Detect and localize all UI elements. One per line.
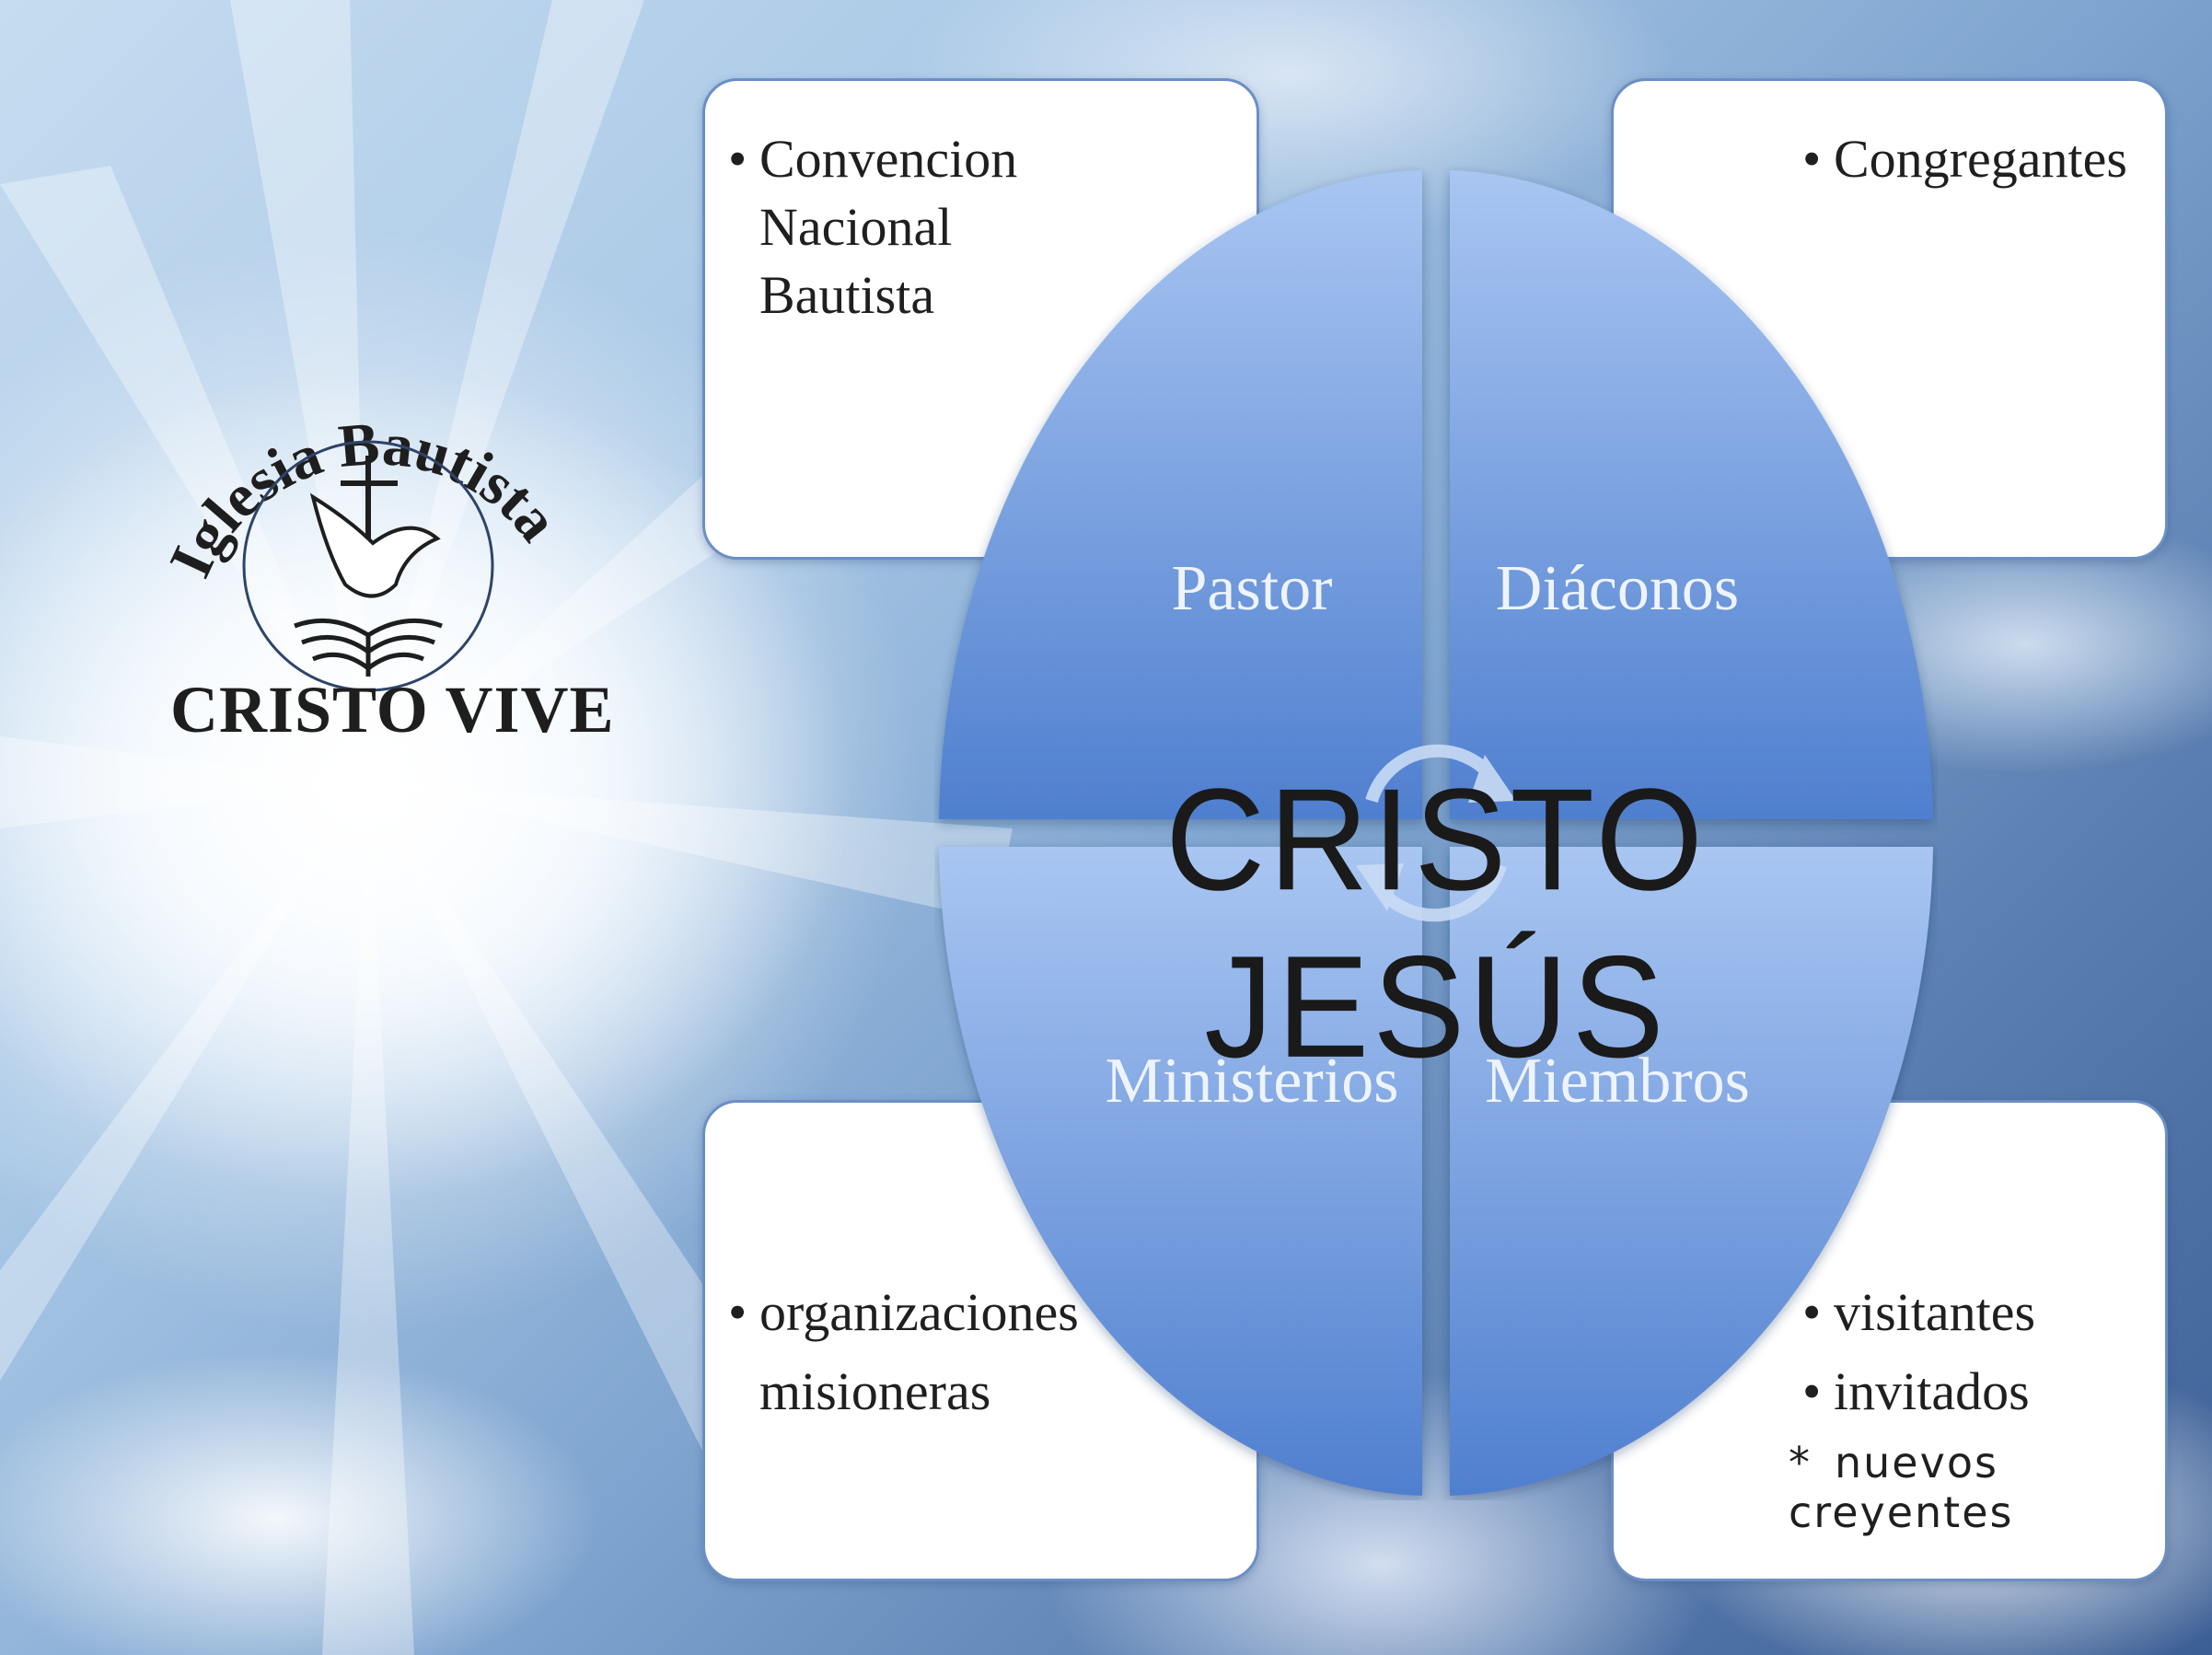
quadrant-bottom-right xyxy=(1450,847,1933,1496)
list-item: •invitados xyxy=(1802,1361,2030,1421)
label-diaconos: Diáconos xyxy=(1495,553,1740,624)
label-ministerios: Ministerios xyxy=(1105,1046,1399,1117)
list-item-continued: Nacional xyxy=(759,197,953,257)
ministry-circle xyxy=(939,170,1933,1496)
dove-icon xyxy=(309,492,441,598)
list-item: •visitantes xyxy=(1802,1282,2036,1342)
card-top-left-text: •Convencion Nacional Bautista xyxy=(728,125,1017,330)
list-item-continued: Bautista xyxy=(759,265,935,325)
quadrant-top-left xyxy=(939,170,1422,819)
note-line: *nuevos creyentes xyxy=(1789,1438,2212,1537)
card-bottom-right-text: •visitantes •invitados xyxy=(1802,1273,2035,1431)
quadrant-top-right xyxy=(1450,170,1933,819)
label-miembros: Miembros xyxy=(1485,1046,1750,1117)
logo-name: CRISTO VIVE xyxy=(170,673,615,746)
logo-emblem: Iglesia Bautista xyxy=(156,410,572,692)
list-item: •Convencion xyxy=(728,129,1018,189)
list-item: •organizaciones xyxy=(728,1282,1079,1342)
church-logo: Iglesia Bautista CRISTO VIVE xyxy=(156,359,617,764)
list-item: •Congregantes xyxy=(1802,129,2127,189)
cycle-arrows-icon xyxy=(1356,744,1516,922)
quadrant-bottom-left xyxy=(939,847,1422,1496)
note-marker: * xyxy=(1789,1438,1812,1487)
card-top-right-text: •Congregantes xyxy=(1802,125,2127,193)
note-text: nuevos creyentes xyxy=(1789,1438,2014,1537)
label-pastor: Pastor xyxy=(1171,553,1333,624)
list-item-continued: misioneras xyxy=(759,1361,991,1421)
open-bible-icon xyxy=(294,618,443,677)
center-title: CRISTO JESÚS xyxy=(1165,758,1707,1088)
logo-ring xyxy=(242,440,494,692)
card-bottom-left-text: •organizaciones misioneras xyxy=(728,1273,1079,1431)
